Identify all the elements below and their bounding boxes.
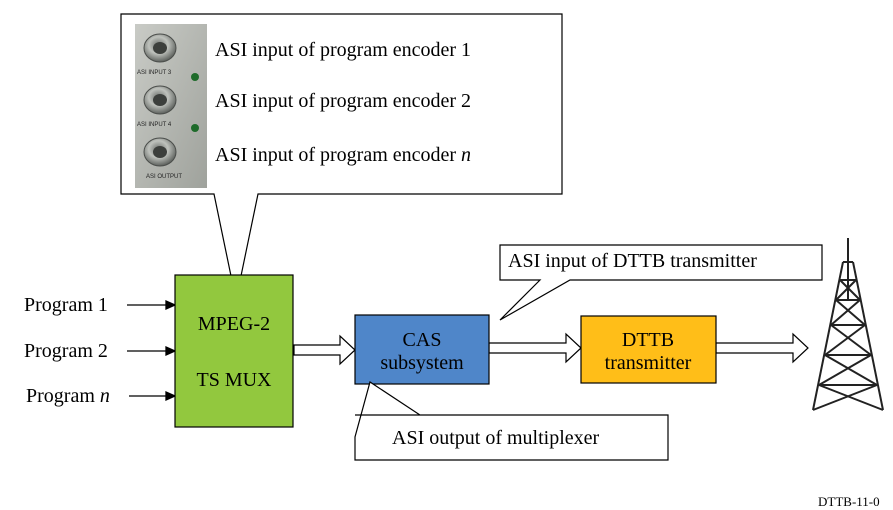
cas-block	[354, 314, 490, 385]
mux-block	[174, 274, 294, 428]
port-label-n: ASI input of program encoder n	[215, 144, 472, 166]
photo-label-2: ASI INPUT 4	[137, 122, 172, 128]
led-1-icon	[191, 73, 199, 81]
cas-line-1: CAS	[402, 329, 442, 351]
hollow-arrows	[293, 332, 809, 366]
program-2-label: Program 2	[24, 340, 108, 362]
program-n-label: Program n	[26, 385, 110, 407]
figure-id: DTTB-11-0	[818, 494, 880, 509]
photo-label-3: ASI OUTPUT	[146, 174, 183, 180]
multiplexer-output-callout	[354, 381, 669, 461]
connector-3-icon	[143, 137, 177, 167]
cas-line-2: subsystem	[380, 352, 464, 374]
transmitter-line-1: DTTB	[621, 329, 675, 351]
transmitter-input-label: ASI input of DTTB transmitter	[508, 250, 757, 272]
connector-2-icon	[143, 85, 177, 115]
port-label-2: ASI input of program encoder 2	[215, 90, 472, 112]
ports-callout	[120, 13, 563, 301]
mux-line-2: TS MUX	[196, 369, 272, 391]
mux-line-1: MPEG-2	[197, 313, 271, 335]
transmitter-block	[580, 315, 717, 384]
asi-panel-photo	[135, 24, 207, 188]
transmitter-line-2: transmitter	[604, 352, 692, 374]
multiplexer-output-label: ASI output of multiplexer	[392, 427, 600, 449]
led-2-icon	[191, 124, 199, 132]
program-1-label: Program 1	[24, 294, 108, 316]
port-label-1: ASI input of program encoder 1	[215, 39, 472, 61]
photo-label-1: ASI INPUT 3	[137, 70, 172, 76]
transmission-tower-icon	[812, 238, 884, 411]
connector-1-icon	[143, 33, 177, 63]
input-arrows	[127, 299, 177, 402]
transmitter-input-callout	[499, 244, 823, 321]
